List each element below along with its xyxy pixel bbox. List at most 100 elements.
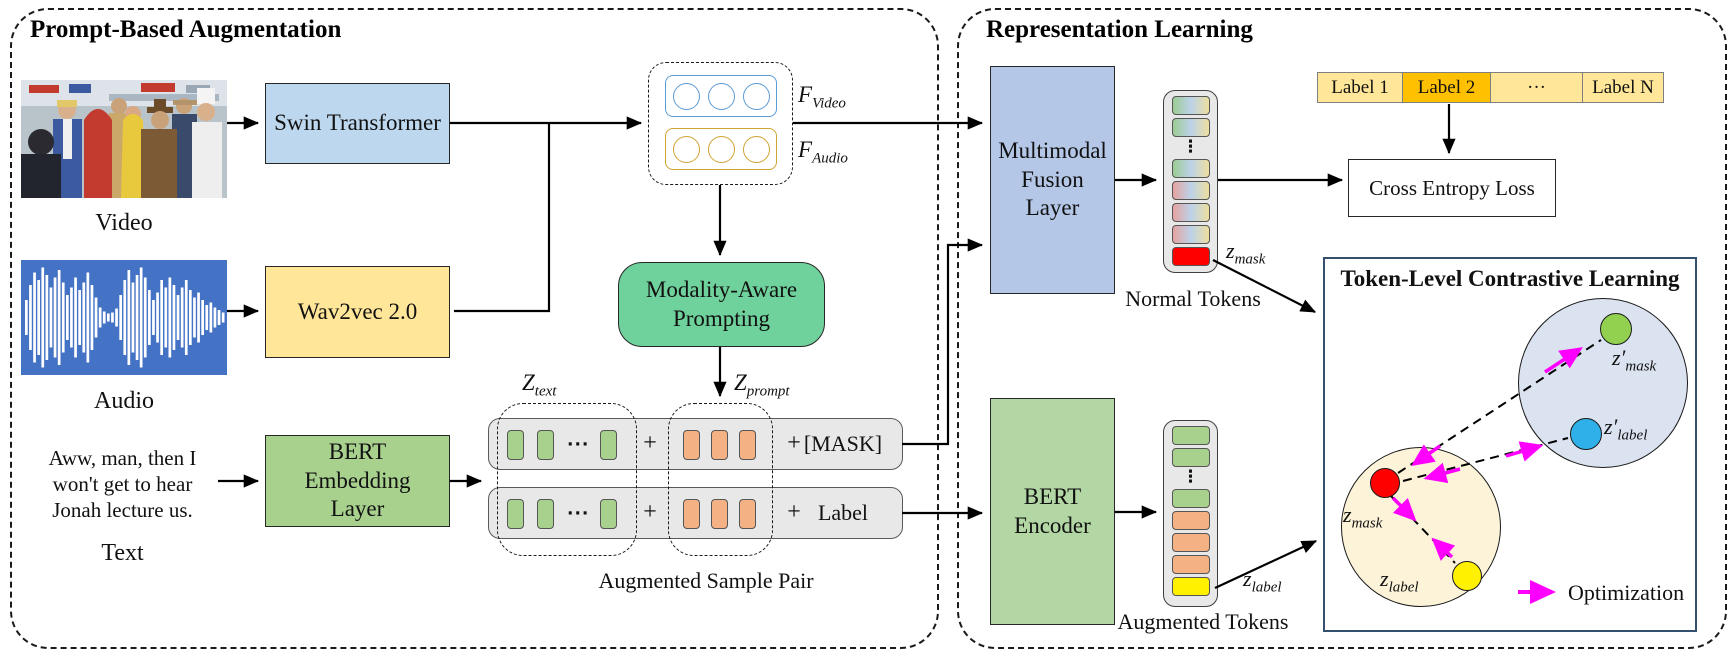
waveform-bar: [156, 292, 159, 343]
waveform-bar: [127, 270, 131, 365]
plus-sign: +: [643, 430, 657, 456]
grad-green-token: [1171, 118, 1210, 137]
label-token-word: Label: [817, 500, 869, 525]
waveform-bar: [53, 277, 57, 358]
waveform-bar: [37, 280, 40, 355]
waveform-bar: [66, 295, 69, 340]
waveform-bar: [102, 311, 106, 324]
orange-token: [1171, 511, 1210, 530]
green-token: [1171, 426, 1210, 445]
text-label: Text: [101, 540, 144, 566]
orange-token: [711, 430, 728, 460]
audio-waveform: [21, 260, 227, 380]
orange-token: [739, 430, 756, 460]
waveform-bar: [176, 295, 180, 340]
swin-transformer-box: Swin Transformer: [265, 83, 450, 164]
masked-sample-row: ··· + + [MASK]: [488, 418, 903, 470]
waveform-bar: [168, 277, 172, 358]
ellipsis-horizontal: ···: [567, 504, 590, 524]
normal-tokens-column: ⋮: [1163, 90, 1218, 273]
plus-sign: +: [643, 499, 657, 525]
waveform-bar: [123, 280, 127, 355]
cross-entropy-loss-label: Cross Entropy Loss: [1369, 175, 1535, 200]
z-mask-prime-label: z′mask: [1612, 345, 1657, 375]
feature-tokens-group: [648, 62, 793, 185]
grad-green-token: [1171, 96, 1210, 115]
waveform-bar: [197, 292, 200, 343]
f-video-label: FVideo: [798, 82, 846, 112]
orange-token: [1171, 533, 1210, 552]
video-feature-circle: [672, 82, 700, 110]
waveform-bar: [41, 267, 45, 368]
z-label-anchor-label: zlabel: [1380, 566, 1419, 596]
text-input-sample: Aww, man, then I won't get to hear Jonah…: [25, 445, 220, 523]
ellipsis-vertical: ⋮: [1182, 467, 1199, 487]
waveform-bar: [221, 312, 225, 323]
audio-feature-circle: [672, 135, 700, 163]
z-text-outline: [497, 403, 637, 556]
red-token: [1171, 247, 1210, 266]
augmented-tokens-column: ⋮: [1163, 420, 1218, 607]
waveform-bar: [70, 287, 73, 348]
waveform-bar: [209, 302, 213, 333]
swin-transformer-label: Swin Transformer: [274, 110, 441, 136]
z-mask-token-label: zmask: [1226, 238, 1266, 268]
audio-feature-circle: [742, 135, 770, 163]
text-token-group: ···: [507, 499, 617, 529]
video-label: Video: [95, 210, 153, 236]
video-feature-circle: [742, 82, 770, 110]
waveform-bar: [57, 270, 61, 365]
z-mask-dot: [1370, 468, 1400, 498]
video-thumbnail-image: [21, 80, 227, 198]
video-feature-circle: [707, 82, 735, 110]
green-token: [600, 499, 617, 529]
wav2vec-box: Wav2vec 2.0: [265, 266, 450, 358]
waveform-bar: [86, 272, 90, 363]
z-mask-anchor-label: zmask: [1343, 502, 1383, 532]
grad-pink-token: [1171, 181, 1210, 200]
audio-feature-circle: [707, 135, 735, 163]
video-thumbnail: [21, 80, 227, 203]
z-prompt-label: Zprompt: [734, 370, 790, 400]
z-label-prime-dot: [1570, 418, 1602, 450]
waveform-bar: [201, 300, 204, 335]
audio-waveform-image: [21, 260, 227, 375]
orange-token: [683, 430, 700, 460]
orange-token: [739, 499, 756, 529]
waveform-bar: [98, 307, 102, 328]
class-label-cell: Label N: [1582, 72, 1664, 103]
modality-aware-prompting-box: Modality-Aware Prompting: [618, 262, 825, 347]
z-prompt-outline: [668, 403, 773, 556]
left-panel-title: Prompt-Based Augmentation: [30, 16, 342, 43]
augmented-sample-pair-caption: Augmented Sample Pair: [598, 568, 814, 593]
prompt-token-group: [683, 430, 756, 460]
waveform-bar: [74, 277, 77, 358]
augmented-tokens-caption: Augmented Tokens: [1117, 609, 1289, 634]
orange-token: [1171, 555, 1210, 574]
waveform-bar: [135, 275, 139, 360]
waveform-bar: [184, 280, 188, 355]
orange-token: [683, 499, 700, 529]
z-text-label: Ztext: [522, 370, 557, 400]
f-audio-label: FAudio: [798, 137, 848, 167]
grad-pink-token: [1171, 225, 1210, 244]
z-label-token-label: zlabel: [1243, 566, 1282, 596]
yellow-token: [1171, 577, 1210, 596]
mask-token-word: [MASK]: [803, 431, 883, 456]
waveform-bar: [213, 307, 217, 328]
class-label-cell: Label 1: [1317, 72, 1403, 103]
waveform-bar: [205, 305, 209, 330]
ellipsis-horizontal: ···: [567, 435, 590, 455]
plus-sign: +: [787, 499, 801, 525]
green-token: [537, 499, 554, 529]
waveform-bar: [189, 290, 192, 345]
waveform-bar: [115, 308, 118, 327]
waveform-bar: [107, 313, 110, 322]
cross-entropy-loss-box: Cross Entropy Loss: [1348, 159, 1556, 217]
waveform-bar: [131, 282, 135, 353]
text-line: Jonah lecture us.: [52, 498, 193, 522]
waveform-bar: [148, 290, 151, 345]
orange-token: [711, 499, 728, 529]
waveform-bar: [143, 277, 147, 358]
waveform-bar: [45, 275, 49, 360]
